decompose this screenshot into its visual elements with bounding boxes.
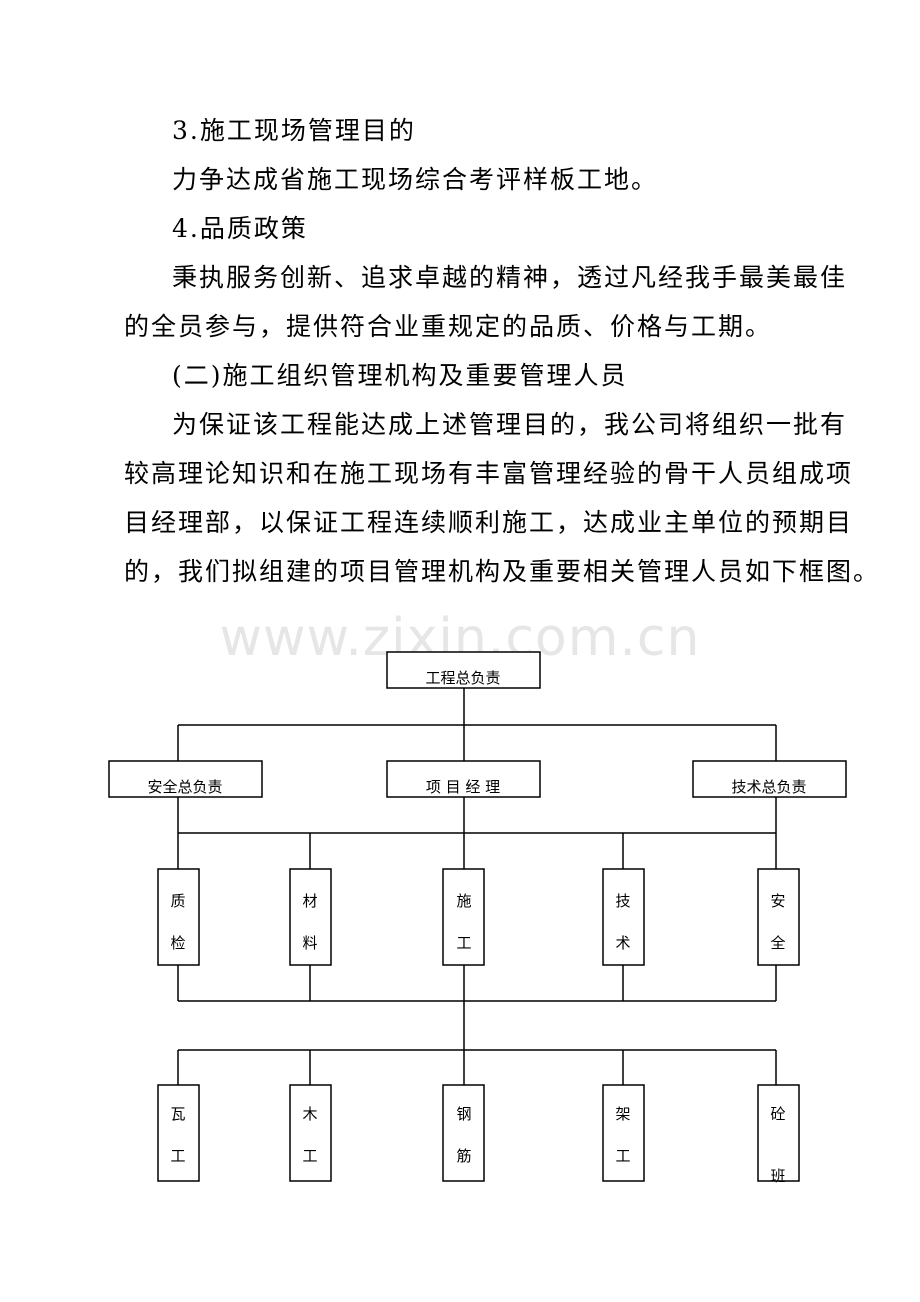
node-materials-label-1: 材 [302,892,317,910]
node-concrete-team-label-1: 砼 [770,1105,785,1123]
node-scaffolder: 架 工 [602,1084,645,1182]
org-chart-connectors [177,688,777,1085]
heading-quality-policy: 4.品质政策 [172,214,308,243]
node-scaffolder-label-2: 工 [615,1147,630,1165]
node-rebar-label-1: 钢 [456,1105,471,1123]
paragraph-goal-text: 力争达成省施工现场综合考评样板工地。 [172,165,659,194]
node-safety-head-label: 安全总负责 [147,778,222,796]
node-project-head: 工程总负责 [386,651,541,689]
node-project-manager: 项 目 经 理 [386,760,541,798]
node-materials: 材 料 [289,868,332,966]
node-rebar: 钢 筋 [442,1084,485,1182]
node-quality-inspection-label-2: 检 [170,934,185,952]
node-technology-label-1: 技 [615,892,630,910]
node-tile-worker-label-1: 瓦 [170,1105,185,1123]
paragraph-org-line-1: 为保证该工程能达成上述管理目的，我公司将组织一批有 [172,410,848,439]
node-safety-label-2: 全 [770,934,785,952]
paragraph-policy-line-2: 的全员参与，提供符合业重规定的品质、价格与工期。 [124,312,773,341]
node-project-manager-label: 项 目 经 理 [426,778,500,796]
node-safety-head: 安全总负责 [108,760,263,798]
node-quality-inspection: 质 检 [157,868,200,966]
node-tile-worker-label-2: 工 [170,1147,185,1165]
node-quality-inspection-label-1: 质 [170,892,185,910]
heading-organization: (二)施工组织管理机构及重要管理人员 [172,361,628,390]
node-safety-label-1: 安 [770,892,785,910]
paragraph-policy-line-1: 秉执服务创新、追求卓越的精神，透过凡经我手最美最佳 [172,263,848,292]
node-technology-label-2: 术 [615,934,630,952]
node-tile-worker: 瓦 工 [157,1084,200,1182]
node-safety: 安 全 [757,868,800,966]
node-materials-label-2: 料 [302,934,317,952]
node-carpenter-label-1: 木 [302,1105,317,1123]
node-concrete-team: 砼 班 [757,1084,800,1185]
heading-site-management-goal: 3.施工现场管理目的 [172,116,416,145]
node-technology: 技 术 [602,868,645,966]
node-construction-label-1: 施 [456,892,471,910]
node-rebar-label-2: 筋 [456,1147,471,1165]
node-technical-head: 技术总负责 [692,760,847,798]
node-carpenter: 木 工 [289,1084,332,1182]
paragraph-org-line-2: 较高理论知识和在施工现场有丰富管理经验的骨干人员组成项 [124,459,854,488]
node-concrete-team-label-2: 班 [770,1167,785,1185]
node-technical-head-label: 技术总负责 [731,778,806,796]
paragraph-org-line-3: 目经理部，以保证工程连续顺利施工，达成业主单位的预期目 [124,508,854,537]
node-scaffolder-label-1: 架 [615,1105,630,1123]
node-construction-label-2: 工 [456,934,471,952]
node-project-head-label: 工程总负责 [425,669,500,687]
node-construction: 施 工 [442,868,485,966]
paragraph-org-line-4: 的，我们拟组建的项目管理机构及重要相关管理人员如下框图。 [124,557,881,586]
node-carpenter-label-2: 工 [302,1147,317,1165]
